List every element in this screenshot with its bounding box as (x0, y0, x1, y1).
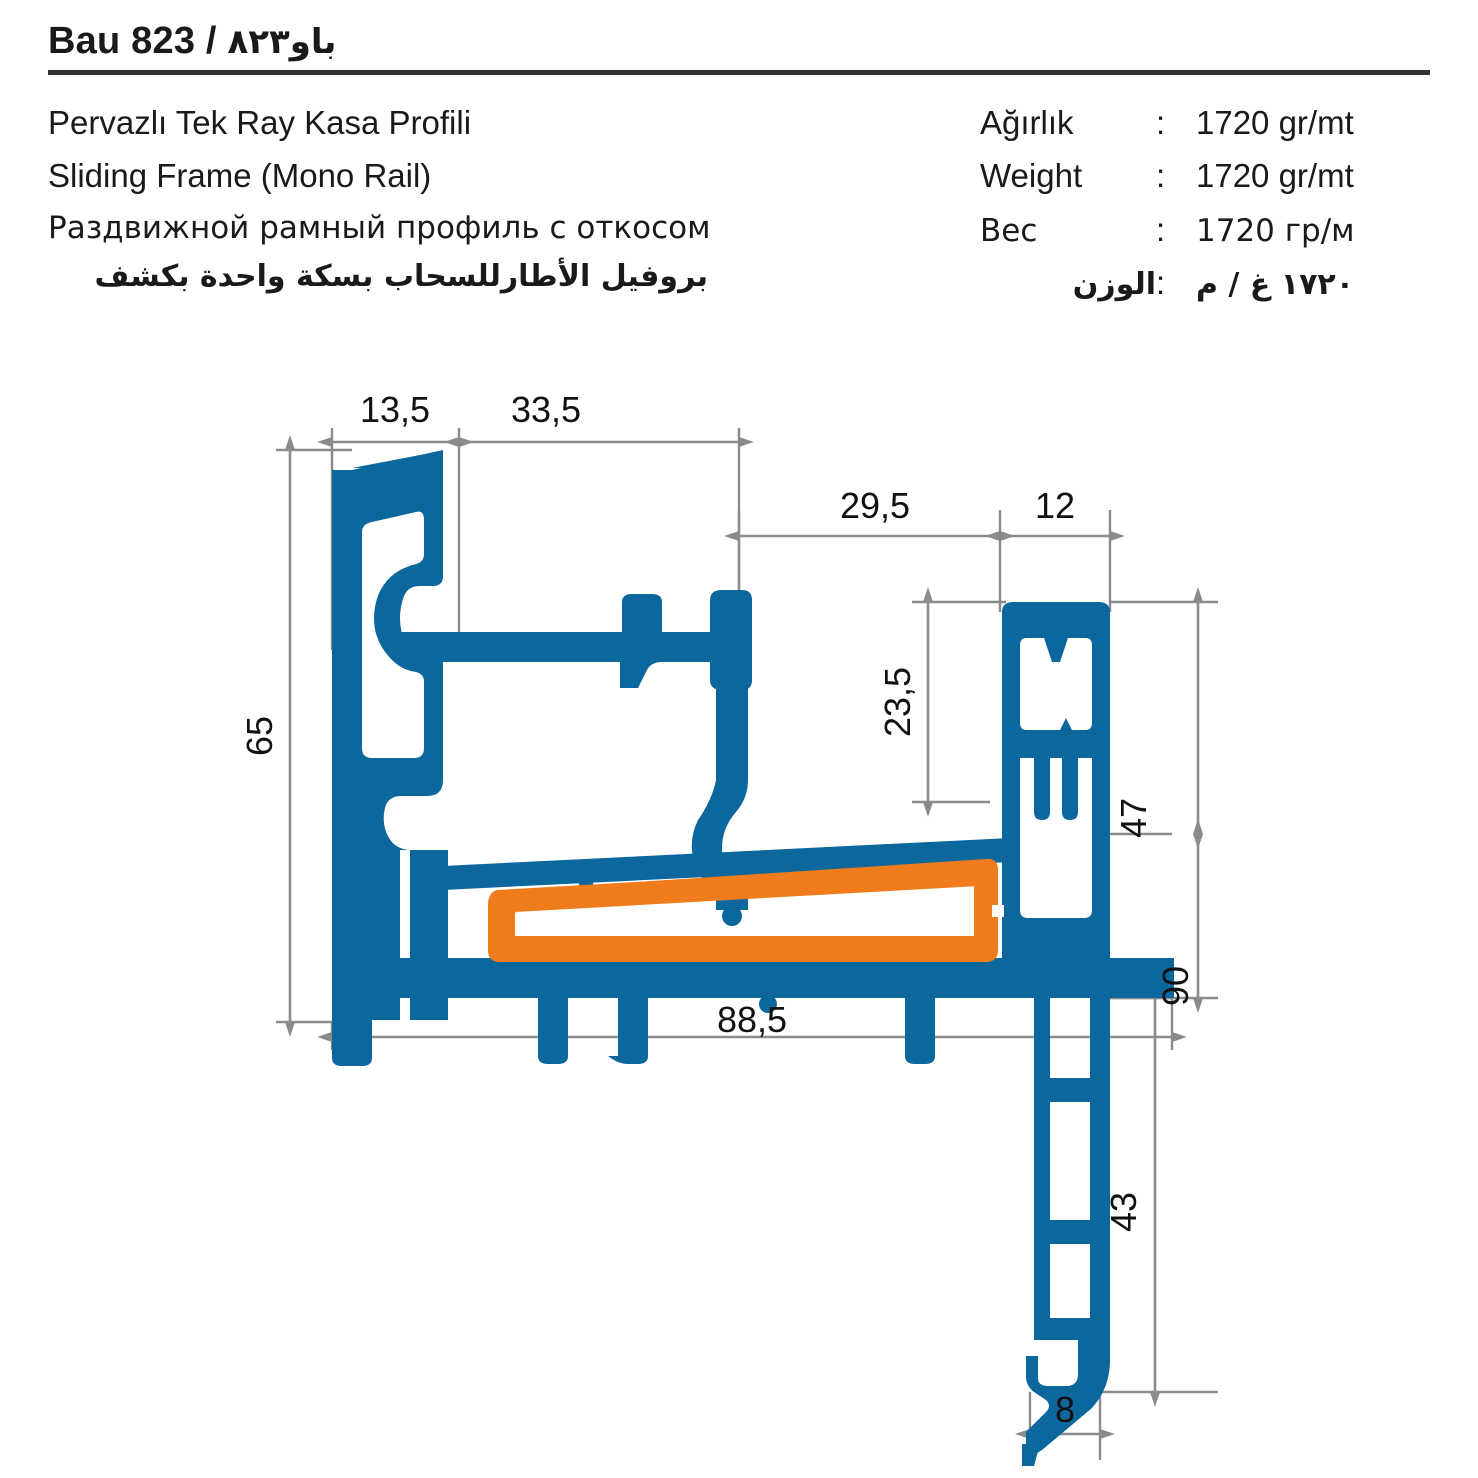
trim-leg (1026, 958, 1110, 1460)
centre-web-knob (722, 906, 742, 926)
weight-label-english: Weight (980, 157, 1083, 195)
dimension-labels: 13,5 33,5 29,5 12 88,5 8 65 23,5 47 90 4… (239, 389, 1196, 1430)
description-english: Sliding Frame (Mono Rail) (48, 157, 432, 195)
dimension-text-90: 90 (1155, 966, 1196, 1006)
base-fin-1 (538, 998, 568, 1064)
base-fin-2 (608, 998, 648, 1064)
centre-web (691, 650, 748, 910)
profile-code: Bau 823 (48, 20, 196, 62)
dimension-text-8: 8 (1055, 1389, 1075, 1430)
gasket-right-notch (992, 905, 1004, 917)
weight-value-arabic: ١٧٢٠ غ / م (1196, 267, 1355, 303)
weight-value-russian: 1720 гр/м (1196, 212, 1355, 249)
dimension-text-23-5: 23,5 (877, 667, 918, 737)
dimension-lines (285, 435, 1203, 1439)
right-post-shell (1002, 602, 1110, 998)
thermal-break-gasket (488, 858, 1004, 962)
info-block: Pervazlı Tek Ray Kasa Profili Sliding Fr… (48, 96, 1430, 310)
weight-column: Ağırlık : 1720 gr/mt Weight : 1720 gr/mt… (980, 96, 1430, 310)
profile-code-arabic: باو٨٢٣ (227, 22, 337, 62)
weight-label-arabic: الوزن (1072, 267, 1156, 303)
weight-row-turkish: Ağırlık : 1720 gr/mt (980, 96, 1430, 149)
title-separator: / (205, 20, 217, 62)
weight-row-english: Weight : 1720 gr/mt (980, 149, 1430, 202)
dimension-text-47: 47 (1113, 798, 1154, 838)
profile-outline-left (332, 450, 448, 1020)
weight-colon-russian: : (1156, 210, 1166, 248)
dimension-text-43: 43 (1103, 1192, 1144, 1232)
weight-value-english: 1720 gr/mt (1196, 157, 1354, 195)
description-column: Pervazlı Tek Ray Kasa Profili Sliding Fr… (48, 96, 948, 310)
dimension-text-12: 12 (1035, 485, 1075, 526)
dimension-text-33-5: 33,5 (511, 389, 581, 430)
profile-drawing: 13,5 33,5 29,5 12 88,5 8 65 23,5 47 90 4… (0, 350, 1478, 1478)
dimension-text-29-5: 29,5 (840, 485, 910, 526)
weight-row-arabic: الوزن : ١٧٢٠ غ / م (980, 256, 1430, 310)
glazing-channel-top-face (443, 838, 1010, 890)
weight-colon-arabic: : (1156, 264, 1166, 302)
profile-cross-section-svg: 13,5 33,5 29,5 12 88,5 8 65 23,5 47 90 4… (239, 389, 1218, 1466)
weight-colon-english: : (1156, 157, 1166, 195)
description-arabic: بروفيل الأطارللسحاب بسكة واحدة بكشف (94, 259, 709, 295)
header-divider (48, 69, 1430, 75)
dimension-text-65: 65 (239, 716, 280, 756)
header: Bau 823 / باو٨٢٣ (48, 20, 1430, 75)
description-turkish: Pervazlı Tek Ray Kasa Profili (48, 104, 472, 141)
weight-label-russian: Вес (980, 212, 1038, 249)
upper-horizontal-rib (400, 590, 752, 690)
trim-leg-foot-tip (1022, 1444, 1040, 1466)
dimension-text-88-5: 88,5 (717, 999, 787, 1040)
weight-label-turkish: Ağırlık (980, 104, 1074, 141)
weight-value-turkish: 1720 gr/mt (1196, 104, 1354, 141)
base-centre-knob (759, 995, 777, 1013)
base-left-foot (332, 998, 372, 1066)
gasket-body (488, 858, 998, 962)
description-russian: Раздвижной рамный профиль с откосом (48, 209, 711, 246)
aluminium-profile-section (332, 450, 1174, 1466)
page-title: Bau 823 / باو٨٢٣ (48, 20, 1430, 68)
dimension-text-13-5: 13,5 (360, 389, 430, 430)
weight-colon-turkish: : (1156, 104, 1166, 141)
weight-row-russian: Вес : 1720 гр/м (980, 203, 1430, 256)
base-fin-3 (905, 998, 935, 1064)
